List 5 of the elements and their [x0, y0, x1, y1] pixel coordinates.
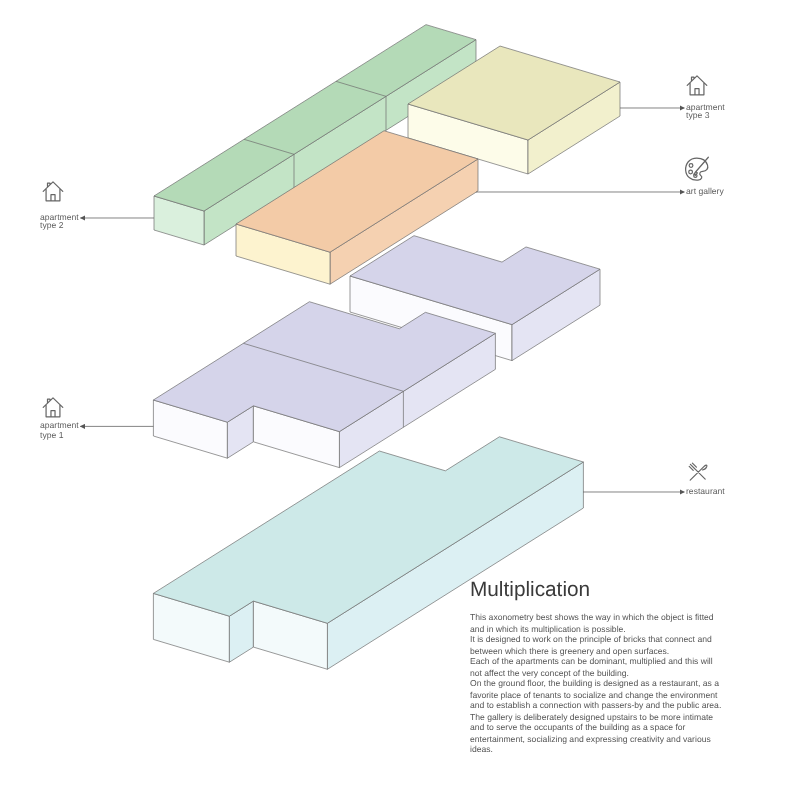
building-block [153, 24, 477, 246]
title: Multiplication [470, 580, 591, 604]
building-block [407, 45, 621, 175]
building-block [153, 301, 496, 468]
building-block [235, 130, 479, 285]
